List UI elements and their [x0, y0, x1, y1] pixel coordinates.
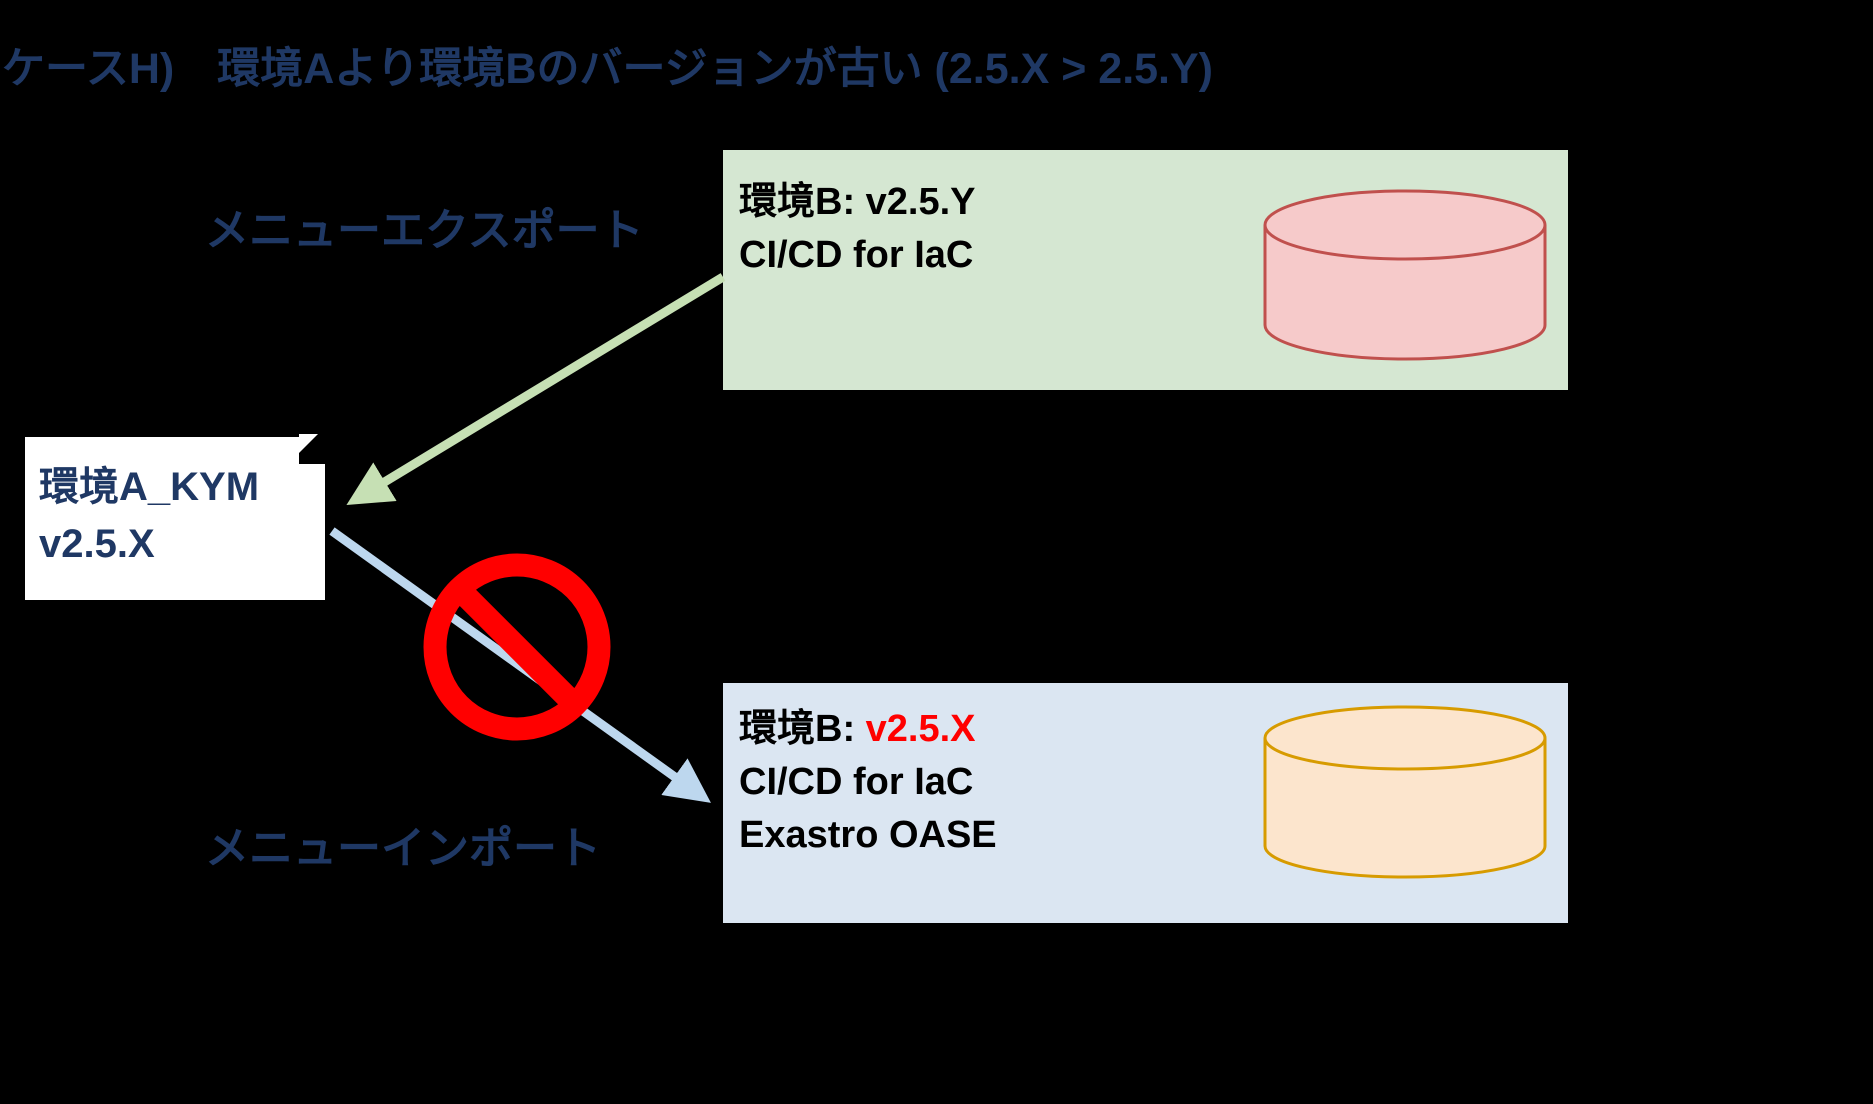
env-a-box: 環境A_KYM v2.5.X: [25, 437, 325, 600]
export-arrow: [346, 273, 726, 505]
env-a-name: 環境A_KYM: [39, 465, 260, 509]
env-b-import-line2: CI/CD for IaC: [739, 761, 974, 803]
env-b-import-box: 環境B: v2.5.X CI/CD for IaC Exastro OASE: [723, 683, 1568, 923]
import-arrow: [329, 527, 711, 803]
env-b-export-box: 環境B: v2.5.Y CI/CD for IaC: [723, 150, 1568, 390]
env-b-import-title-prefix: 環境B:: [739, 708, 866, 750]
diagram-title: ケースH) 環境Aより環境Bのバージョンが古い (2.5.X > 2.5.Y): [2, 45, 1214, 93]
env-a-version: v2.5.X: [39, 522, 155, 566]
env-b-export-subtitle: CI/CD for IaC: [739, 234, 974, 276]
prohibition-icon: [423, 553, 611, 741]
env-b-import-title-version: v2.5.X: [865, 708, 976, 750]
import-label: メニューインポート: [205, 824, 601, 873]
env-b-import-line3: Exastro OASE: [739, 814, 997, 856]
env-b-export-title: 環境B: v2.5.Y: [739, 181, 976, 223]
export-label: メニューエクスポート: [205, 206, 644, 255]
env-b-import-title: 環境B: v2.5.X: [739, 703, 1568, 756]
